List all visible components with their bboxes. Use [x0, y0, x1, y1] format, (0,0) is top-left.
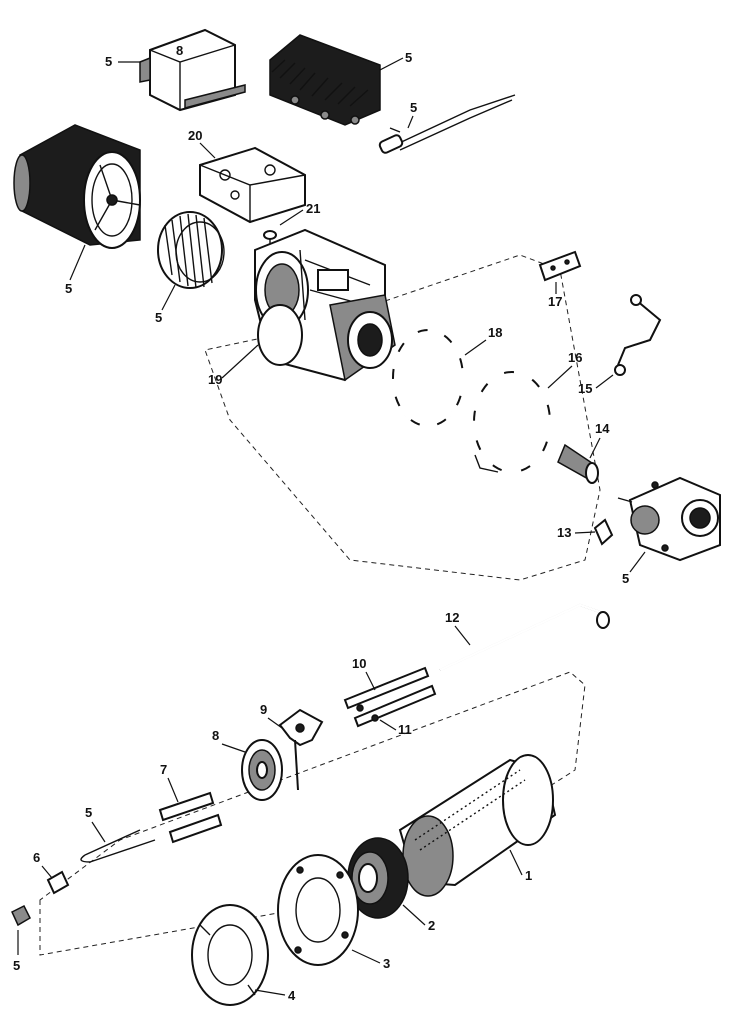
leader-11 [379, 719, 397, 731]
callout-5-igniter: 5 [405, 50, 412, 65]
electrode-brackets [343, 666, 437, 728]
callout-16: 16 [568, 350, 582, 365]
callout-17: 17 [548, 294, 562, 309]
callout-5-electrodes: 5 [85, 805, 92, 820]
transformer-box-label: 8 [176, 43, 183, 58]
callout-14: 14 [595, 421, 610, 436]
gasket-flange [277, 854, 359, 966]
blower-wheel [157, 211, 225, 289]
leader-1 [509, 849, 523, 876]
transformer-box: 8 [139, 28, 246, 112]
blast-tube [398, 754, 557, 897]
mounting-flange [191, 904, 269, 1006]
leader-2 [402, 904, 426, 926]
band-16 [472, 370, 552, 474]
leader-5-electrodes [91, 821, 106, 843]
callout-3: 3 [383, 956, 390, 971]
leader-10 [365, 671, 376, 691]
leader-18 [464, 339, 487, 356]
callout-8: 8 [212, 728, 219, 743]
band-18 [391, 328, 465, 428]
leader-3 [351, 949, 381, 964]
callout-5-nozzle: 5 [13, 958, 20, 973]
callout-20: 20 [188, 128, 202, 143]
burner-housing [254, 228, 396, 382]
leader-6 [41, 865, 53, 879]
leader-5-cable [407, 115, 414, 129]
leader-14 [589, 437, 601, 459]
leader-9 [267, 717, 283, 729]
callout-10: 10 [352, 656, 366, 671]
lower-group-dashed-outline [39, 671, 586, 956]
leader-5-housing [69, 244, 86, 281]
leader-13 [574, 531, 596, 534]
leader-15 [595, 374, 614, 389]
callout-5-wheel: 5 [155, 310, 162, 325]
igniter [269, 34, 381, 126]
electrodes [80, 829, 156, 863]
callout-11: 11 [398, 722, 412, 737]
callout-21: 21 [306, 201, 320, 216]
head-ring [347, 837, 409, 919]
coupling [557, 443, 599, 484]
leader-8 [221, 743, 246, 753]
oil-line [614, 294, 662, 376]
callout-13: 13 [557, 525, 571, 540]
callout-15: 15 [578, 381, 592, 396]
leader-16 [547, 365, 573, 389]
leader-4 [254, 989, 286, 996]
bracket [538, 250, 582, 282]
callout-1: 1 [525, 868, 532, 883]
insulators [158, 791, 223, 844]
swirl-plate [241, 739, 283, 801]
control-box [199, 146, 306, 224]
leader-5-wheel [161, 284, 176, 311]
nozzle-adapter [46, 870, 70, 895]
upper-group-dashed-outline [204, 254, 601, 581]
callout-5-housing: 5 [65, 281, 72, 296]
fitting [593, 518, 614, 546]
motor-housing [13, 124, 141, 249]
ignition-cable [378, 94, 516, 154]
callout-19: 19 [208, 372, 222, 387]
callout-6: 6 [33, 850, 40, 865]
callout-12: 12 [445, 610, 459, 625]
callout-9: 9 [260, 702, 267, 717]
oil-tube [439, 603, 610, 672]
fuel-pump [617, 476, 721, 562]
leader-7 [167, 777, 179, 803]
callout-7: 7 [160, 762, 167, 777]
callout-2: 2 [428, 918, 435, 933]
nozzle [11, 904, 31, 927]
callout-4: 4 [288, 988, 296, 1003]
leader-21 [279, 209, 304, 226]
callout-18: 18 [488, 325, 502, 340]
leader-5-pump [629, 551, 646, 573]
callout-5-transformer: 5 [105, 54, 112, 69]
callout-5-cable: 5 [410, 100, 417, 115]
leader-20 [199, 142, 216, 159]
leader-19 [221, 344, 259, 379]
callout-5-pump: 5 [622, 571, 629, 586]
leader-5-igniter [379, 57, 404, 71]
leader-12 [454, 625, 471, 646]
electrode-bracket-9 [278, 708, 324, 791]
